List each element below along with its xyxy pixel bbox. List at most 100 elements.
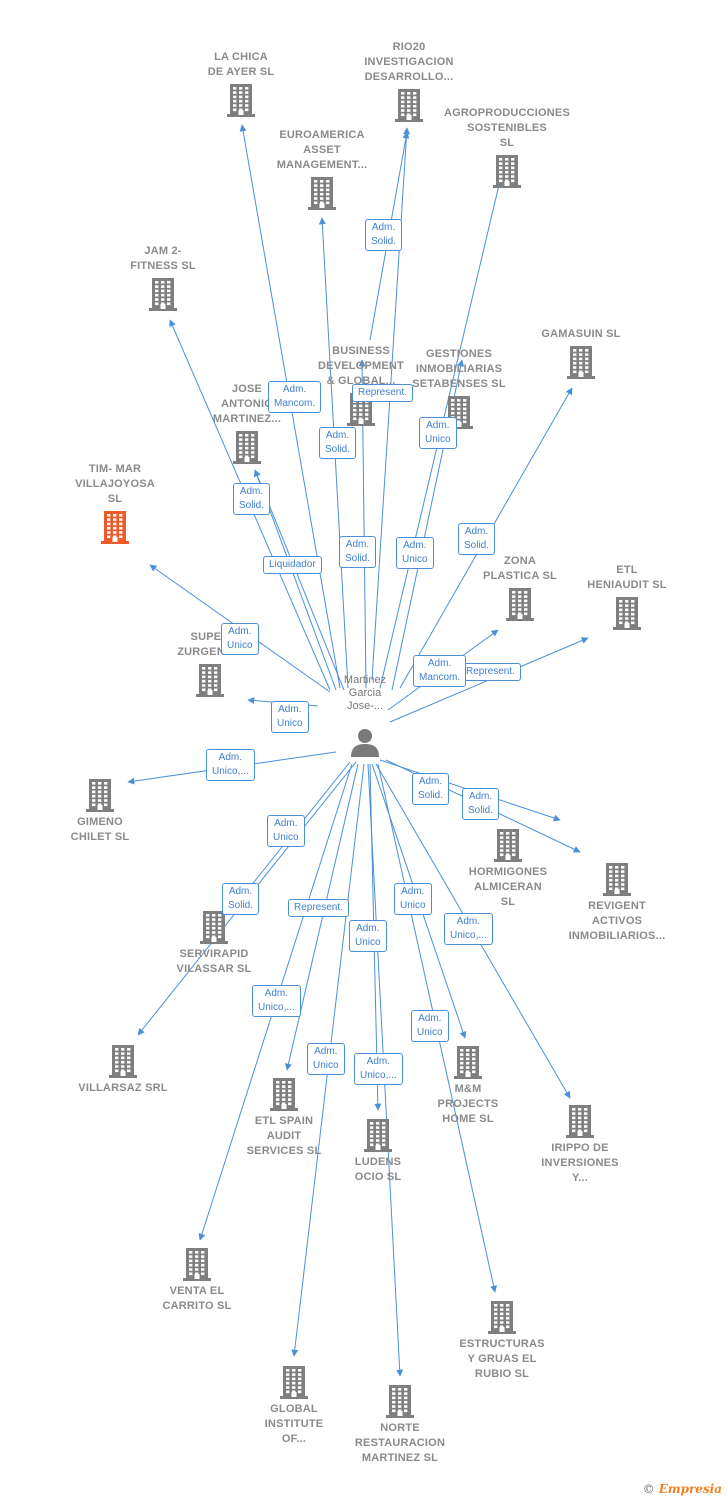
copyright-symbol: ©	[642, 1482, 655, 1496]
building-icon	[364, 1119, 392, 1152]
company-label: ESTRUCTURAS Y GRUAS EL RUBIO SL	[459, 1338, 545, 1380]
company-node-etl-spain[interactable]: ETL SPAIN AUDIT SERVICES SL	[204, 1077, 364, 1159]
company-label: EUROAMERICA ASSET MANAGEMENT...	[276, 129, 368, 171]
building-icon	[280, 1366, 308, 1399]
role-label[interactable]: Adm. Unico	[349, 920, 387, 952]
role-label[interactable]: Adm. Solid.	[365, 219, 403, 251]
company-node-la-chica[interactable]: LA CHICA DE AYER SL	[161, 50, 321, 117]
company-node-norte[interactable]: NORTE RESTAURACION MARTINEZ SL	[320, 1384, 480, 1466]
building-icon	[386, 1385, 414, 1418]
role-label[interactable]: Represent.	[460, 663, 521, 681]
company-node-servirapid[interactable]: SERVIRAPID VILASSAR SL	[134, 910, 294, 977]
company-node-estructuras[interactable]: ESTRUCTURAS Y GRUAS EL RUBIO SL	[422, 1300, 582, 1382]
role-label[interactable]: Represent.	[352, 384, 413, 402]
building-icon	[566, 1105, 594, 1138]
person-label: Martinez Garcia Jose-...	[343, 674, 387, 712]
person-node[interactable]: Martinez Garcia Jose-...	[305, 674, 425, 757]
company-node-jam2[interactable]: JAM 2- FITNESS SL	[83, 244, 243, 311]
company-label: M&M PROJECTS HOME SL	[437, 1083, 499, 1125]
role-label[interactable]: Adm. Unico	[411, 1010, 449, 1042]
company-label: LUDENS OCIO SL	[354, 1156, 402, 1183]
company-label: GESTIONES INMOBILIARIAS SETABENSES SL	[412, 348, 506, 390]
role-label[interactable]: Adm. Unico,...	[444, 913, 493, 945]
company-node-venta[interactable]: VENTA EL CARRITO SL	[117, 1247, 277, 1314]
company-node-euroamerica[interactable]: EUROAMERICA ASSET MANAGEMENT...	[242, 128, 402, 210]
company-label: ETL SPAIN AUDIT SERVICES SL	[246, 1115, 322, 1157]
role-label[interactable]: Adm. Solid.	[319, 427, 357, 459]
company-label: GIMENO CHILET SL	[70, 816, 130, 843]
company-label: JOSE ANTONIO MARTINEZ...	[212, 383, 282, 425]
company-node-tim-mar[interactable]: TIM- MAR VILLAJOYOSA SL	[35, 462, 195, 544]
company-label: RIO20 INVESTIGACION DESARROLLO...	[364, 41, 454, 83]
building-icon	[109, 1045, 137, 1078]
company-node-hormigones[interactable]: HORMIGONES ALMICERAN SL	[428, 828, 588, 910]
building-icon	[493, 155, 521, 188]
company-label: ZONA PLASTICA SL	[483, 555, 557, 582]
role-label[interactable]: Adm. Unico	[396, 537, 434, 569]
company-node-gamasuin[interactable]: GAMASUIN SL	[501, 327, 661, 379]
building-icon	[494, 829, 522, 862]
building-icon	[395, 89, 423, 122]
company-node-villarsaz[interactable]: VILLARSAZ SRL	[43, 1044, 203, 1096]
role-label[interactable]: Adm. Unico	[271, 701, 309, 733]
company-label: SERVIRAPID VILASSAR SL	[176, 948, 252, 975]
role-label[interactable]: Adm. Solid.	[233, 483, 271, 515]
role-label[interactable]: Liquidador	[263, 556, 322, 574]
company-label: GAMASUIN SL	[541, 328, 621, 340]
building-icon	[183, 1248, 211, 1281]
company-node-zona[interactable]: ZONA PLASTICA SL	[440, 554, 600, 621]
company-node-jose-antonio[interactable]: JOSE ANTONIO MARTINEZ...	[167, 382, 327, 464]
role-label[interactable]: Adm. Unico	[419, 417, 457, 449]
building-icon	[233, 431, 261, 464]
company-label: LA CHICA DE AYER SL	[207, 51, 275, 78]
role-label[interactable]: Adm. Solid.	[339, 536, 377, 568]
company-node-gimeno[interactable]: GIMENO CHILET SL	[20, 778, 180, 845]
role-label[interactable]: Adm. Unico,...	[206, 749, 255, 781]
role-label[interactable]: Represent.	[288, 899, 349, 917]
company-label: VILLARSAZ SRL	[78, 1082, 168, 1094]
role-label[interactable]: Adm. Unico	[221, 623, 259, 655]
brand-logo[interactable]: ©Empresia	[643, 1482, 722, 1496]
company-label: ETL HENIAUDIT SL	[587, 564, 667, 591]
role-label[interactable]: Adm. Unico	[394, 883, 432, 915]
building-icon	[506, 588, 534, 621]
building-icon	[200, 911, 228, 944]
company-label: HORMIGONES ALMICERAN SL	[468, 866, 548, 908]
role-label[interactable]: Adm. Unico	[307, 1043, 345, 1075]
company-label: VENTA EL CARRITO SL	[162, 1285, 232, 1312]
company-node-mm[interactable]: M&M PROJECTS HOME SL	[388, 1045, 548, 1127]
building-icon	[101, 511, 129, 544]
role-label[interactable]: Adm. Unico	[267, 815, 305, 847]
company-label: REVIGENT ACTIVOS INMOBILIARIOS...	[568, 900, 666, 942]
role-label[interactable]: Adm. Solid.	[412, 773, 450, 805]
company-label: JAM 2- FITNESS SL	[130, 245, 196, 272]
role-label[interactable]: Adm. Solid.	[222, 883, 260, 915]
company-node-rio20[interactable]: RIO20 INVESTIGACION DESARROLLO...	[329, 40, 489, 122]
company-label: TIM- MAR VILLAJOYOSA SL	[75, 463, 155, 505]
role-label[interactable]: Adm. Mancom.	[268, 381, 322, 413]
role-label[interactable]: Adm. Unico,...	[252, 985, 301, 1017]
company-label: IRIPPO DE INVERSIONES Y...	[541, 1142, 619, 1184]
company-node-super[interactable]: SUPER ZURGENA...	[130, 630, 290, 697]
building-icon	[613, 597, 641, 630]
company-node-irippo[interactable]: IRIPPO DE INVERSIONES Y...	[500, 1104, 660, 1186]
role-label[interactable]: Adm. Solid.	[458, 523, 496, 555]
role-label[interactable]: Adm. Mancom.	[413, 655, 467, 687]
company-node-agroproducciones[interactable]: AGROPRODUCCIONES SOSTENIBLES SL	[427, 106, 587, 188]
role-label[interactable]: Adm. Solid.	[462, 788, 500, 820]
building-icon	[196, 664, 224, 697]
building-icon	[227, 84, 255, 117]
edge-line	[285, 763, 359, 1071]
building-icon	[270, 1078, 298, 1111]
company-node-ludens[interactable]: LUDENS OCIO SL	[298, 1118, 458, 1185]
role-label[interactable]: Adm. Unico,...	[354, 1053, 403, 1085]
company-label: GLOBAL INSTITUTE OF...	[264, 1403, 324, 1445]
company-node-revigent[interactable]: REVIGENT ACTIVOS INMOBILIARIOS...	[537, 862, 697, 944]
building-icon	[603, 863, 631, 896]
building-icon	[567, 346, 595, 379]
company-label: NORTE RESTAURACION MARTINEZ SL	[354, 1422, 446, 1464]
company-node-etl-heniaudit[interactable]: ETL HENIAUDIT SL	[547, 563, 707, 630]
company-node-global[interactable]: GLOBAL INSTITUTE OF...	[214, 1365, 374, 1447]
building-icon	[308, 177, 336, 210]
